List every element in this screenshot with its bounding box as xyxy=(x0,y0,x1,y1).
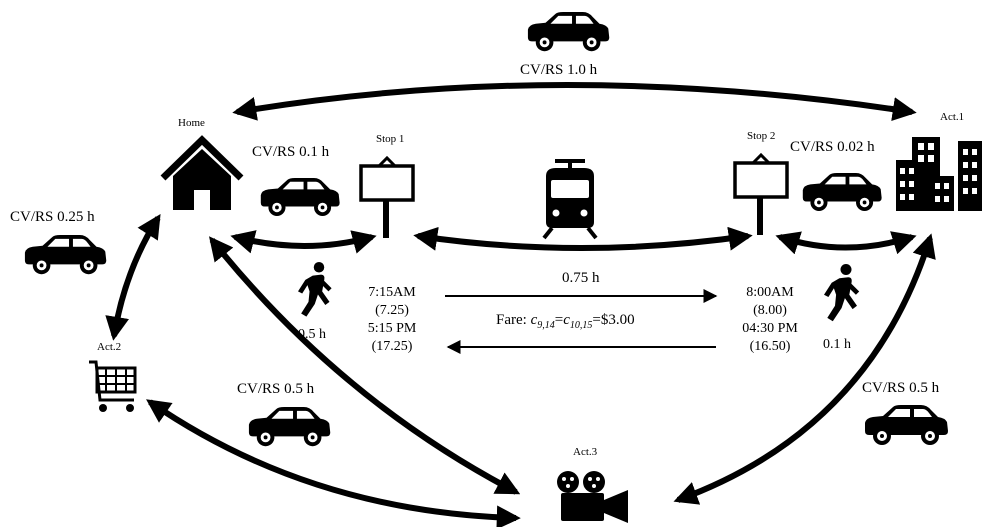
train-icon xyxy=(542,159,598,240)
fare-cost-sub-2: 10,15 xyxy=(569,320,593,331)
car-icon xyxy=(802,173,882,211)
fare-cost-sub-1: 9,14 xyxy=(537,320,555,331)
stop2-arrive-decimal: (8.00) xyxy=(753,303,787,318)
arrow-home-act3 xyxy=(209,236,521,495)
walking-person-icon xyxy=(824,264,860,322)
car-icon xyxy=(527,12,610,52)
buildings-icon xyxy=(896,137,982,211)
car-icon xyxy=(260,178,340,216)
arrow-home-stop1 xyxy=(230,230,377,254)
node-label-act2: Act.2 xyxy=(97,341,122,353)
node-label-act1: Act.1 xyxy=(940,111,965,123)
shopping-cart-icon xyxy=(89,360,137,412)
link-label-stop2-act1: CV/RS 0.02 h xyxy=(790,139,875,155)
arrow-act1-act3 xyxy=(673,233,936,505)
fare-cost-var-1: c xyxy=(530,312,538,328)
movie-camera-icon xyxy=(557,471,628,523)
car-icon xyxy=(24,235,107,275)
arrow-home-act1 xyxy=(232,82,917,121)
transit-travel-time: 0.75 h xyxy=(562,270,600,286)
car-icon xyxy=(865,405,948,445)
schedule-stop1: 7:15AM (7.25) 5:15 PM (17.25) xyxy=(358,284,426,356)
node-label-act3: Act.3 xyxy=(573,446,598,458)
link-label-act1-act3: CV/RS 0.5 h xyxy=(862,380,940,396)
link-label-home-act1: CV/RS 1.0 h xyxy=(520,62,598,78)
fare-value: =$3.00 xyxy=(592,312,635,328)
fare-equals: = xyxy=(554,312,564,328)
fare-prefix: Fare: xyxy=(496,312,531,328)
stop1-depart-time: 7:15AM xyxy=(368,285,416,300)
link-label-act2-act3: CV/RS 0.5 h xyxy=(237,381,315,397)
bus-stop-sign-icon xyxy=(359,156,415,240)
walk-time-stop1: 0.5 h xyxy=(298,327,326,342)
walking-person-icon xyxy=(298,262,332,317)
arrow-stop1-stop2 xyxy=(413,226,753,251)
arrow-act2-act3 xyxy=(146,399,521,527)
arrow-stop2-act1 xyxy=(775,231,917,255)
car-icon xyxy=(248,407,331,447)
node-label-stop1: Stop 1 xyxy=(376,133,405,145)
arrow-home-act2 xyxy=(105,213,161,341)
walk-time-stop2: 0.1 h xyxy=(823,337,851,352)
node-label-stop2: Stop 2 xyxy=(747,130,776,142)
stop1-arrive-time: 5:15 PM xyxy=(367,321,417,336)
stop1-depart-decimal: (7.25) xyxy=(375,303,409,318)
bus-stop-sign-icon xyxy=(733,153,789,237)
house-icon xyxy=(160,135,244,210)
fare-cost-var-2: c xyxy=(563,312,570,328)
node-label-home: Home xyxy=(178,117,205,129)
stop2-depart-time: 04:30 PM xyxy=(742,321,798,336)
link-label-home-act2: CV/RS 0.25 h xyxy=(10,209,95,225)
schedule-stop2: 8:00AM (8.00) 04:30 PM (16.50) xyxy=(731,284,809,356)
stop2-arrive-time: 8:00AM xyxy=(746,285,794,300)
stop2-depart-decimal: (16.50) xyxy=(749,339,791,354)
link-label-home-stop1: CV/RS 0.1 h xyxy=(252,144,330,160)
stop1-arrive-decimal: (17.25) xyxy=(371,339,413,354)
fare-label: Fare: c9,14=c10,15=$3.00 xyxy=(496,312,635,331)
